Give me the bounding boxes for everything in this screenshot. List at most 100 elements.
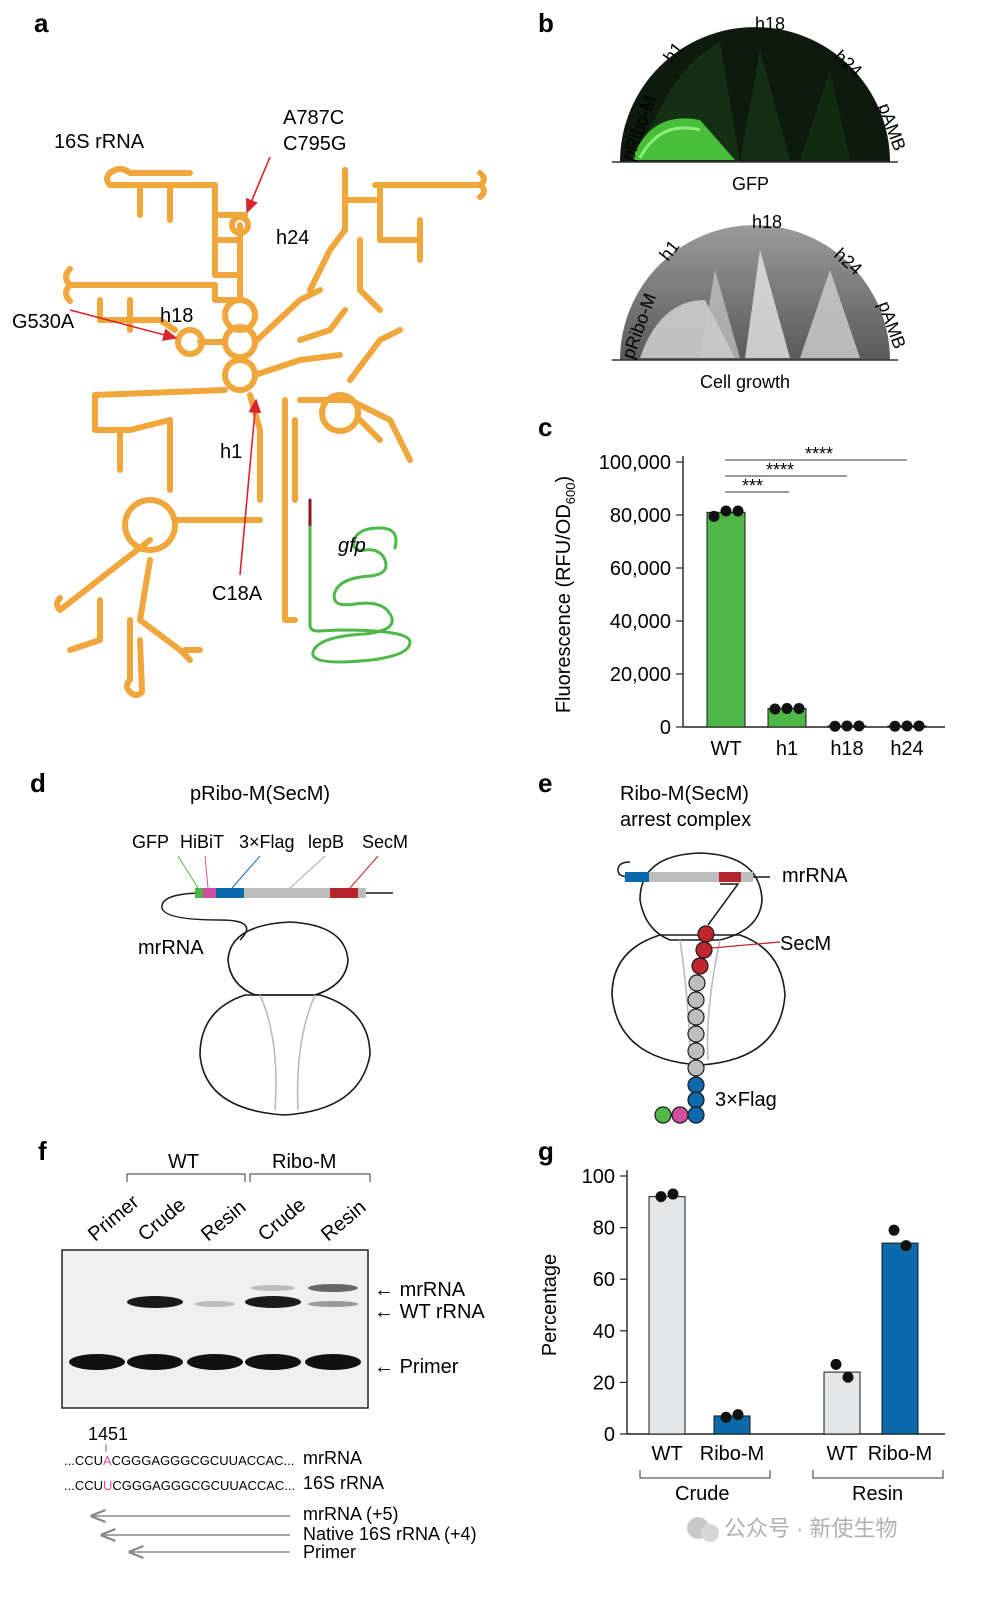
y-tick-label: 20,000 (610, 664, 671, 686)
x-tick-label: WT (710, 738, 741, 760)
mutation-g530a: G530A (12, 311, 75, 333)
group-crude: Crude (675, 1483, 729, 1505)
residue-bead (691, 957, 709, 975)
panel-e: e Ribo-M(SecM) arrest complex mrRNA SecM… (538, 768, 848, 1124)
gel-image (61, 1249, 369, 1409)
panel-letter-f: f (38, 1136, 47, 1166)
group-wt: WT (168, 1151, 199, 1173)
seq-16s-label: 16S rRNA (303, 1473, 384, 1493)
residue-bead (688, 974, 706, 992)
y-axis-label: Percentage (539, 1254, 561, 1356)
product-primer: Primer (303, 1542, 356, 1562)
y-axis-label-end: ) (553, 476, 575, 483)
residue-bead (687, 991, 705, 1009)
data-point (720, 505, 732, 517)
residue-bead (695, 941, 713, 959)
bar-ribo-m (713, 1415, 751, 1435)
arrow-g530a (69, 309, 178, 341)
lane-ribo-crude: Crude (254, 1194, 310, 1246)
arrow-c18a (239, 398, 262, 576)
mrna-label-d: mrRNA (138, 937, 204, 959)
growth-plate (612, 225, 898, 361)
data-point (913, 720, 925, 732)
rrna-title: 16S rRNA (54, 131, 145, 153)
y-tick-label: 0 (660, 717, 671, 739)
complex-title-1: Ribo-M(SecM) (620, 783, 749, 805)
chart-c: 020,00040,00060,00080,000100,000Fluoresc… (553, 452, 945, 760)
wechat-icon-2 (701, 1524, 719, 1542)
ribosome-d (199, 921, 371, 1116)
sig-wt-h1: *** (742, 476, 763, 496)
panel-letter-a: a (34, 8, 49, 38)
data-point (732, 1409, 744, 1421)
secm-label: SecM (780, 933, 831, 955)
segment-lepb: lepB (308, 832, 344, 852)
watermark: 公众号 · 新使生物 (687, 1516, 898, 1542)
position-1451: 1451 (88, 1424, 128, 1444)
data-point (769, 703, 781, 715)
panel-letter-b: b (538, 8, 554, 38)
panel-letter-d: d (30, 768, 46, 798)
mutation-c18a: C18A (212, 583, 263, 605)
y-tick-label: 60,000 (610, 558, 671, 580)
data-point (888, 1224, 900, 1236)
mutation-c795g: C795G (283, 133, 346, 155)
x-tick-label: h18 (830, 738, 863, 760)
residue-bead (687, 1091, 705, 1109)
seq-mrrna-label: mrRNA (303, 1448, 362, 1468)
y-tick-label: 100 (582, 1166, 615, 1188)
significance-brackets (725, 459, 907, 493)
x-tick-label: h1 (776, 738, 798, 760)
segment-hibit: HiBiT (180, 832, 224, 852)
flag-label: 3×Flag (715, 1089, 777, 1111)
peptide-chain (654, 925, 715, 1124)
data-point (781, 702, 793, 714)
residue-bead (687, 1076, 705, 1094)
data-point (829, 720, 841, 732)
y-tick-label: 60 (593, 1269, 615, 1291)
residue-bead (687, 1059, 705, 1077)
band-mrrna: ← mrRNA (374, 1279, 466, 1301)
panel-a: a 16S rRNA (12, 8, 487, 698)
construct-title: pRibo-M(SecM) (190, 783, 330, 805)
construct-leader-lines (177, 855, 379, 889)
x-tick-label: Ribo-M (868, 1443, 932, 1465)
gfp-sector-h18: h18 (755, 14, 785, 34)
y-tick-label: 80 (593, 1218, 615, 1240)
helix-h24: h24 (276, 227, 309, 249)
residue-bead (671, 1106, 689, 1124)
seq-16s: ...CCUUCGGGAGGGCGCUUACCAC... (64, 1478, 295, 1493)
sig-wt-h24: **** (805, 444, 833, 464)
band-wt-rrna: ← WT rRNA (374, 1301, 485, 1323)
data-point (900, 1240, 912, 1252)
gfp-plate (612, 27, 898, 163)
x-tick-label: WT (826, 1443, 857, 1465)
residue-bead (687, 1106, 705, 1124)
lane-wt-crude: Crude (134, 1194, 190, 1246)
panel-letter-e: e (538, 768, 552, 798)
mrna-construct (161, 888, 393, 941)
data-point (842, 1371, 854, 1383)
residue-bead (697, 925, 715, 943)
residue-bead (687, 1042, 705, 1060)
mrna-e (617, 861, 770, 882)
y-axis-label-sub: 600 (563, 483, 578, 505)
y-tick-label: 80,000 (610, 505, 671, 527)
panel-d: d pRibo-M(SecM) GFP HiBiT 3×Flag lepB Se… (30, 768, 408, 1116)
complex-title-2: arrest complex (620, 809, 751, 831)
growth-sector-h18: h18 (752, 212, 782, 232)
panel-letter-g: g (538, 1136, 554, 1166)
mutation-a787c: A787C (283, 107, 344, 129)
data-point (667, 1188, 679, 1200)
bracket-wt (126, 1173, 246, 1182)
x-tick-label: Ribo-M (700, 1443, 764, 1465)
panel-letter-c: c (538, 412, 552, 442)
watermark-text: 公众号 · 新使生物 (724, 1516, 898, 1541)
data-point (853, 720, 865, 732)
bar-ribo-m (881, 1242, 919, 1435)
y-tick-label: 40 (593, 1321, 615, 1343)
residue-bead (654, 1106, 672, 1124)
bar-wt (823, 1371, 861, 1435)
